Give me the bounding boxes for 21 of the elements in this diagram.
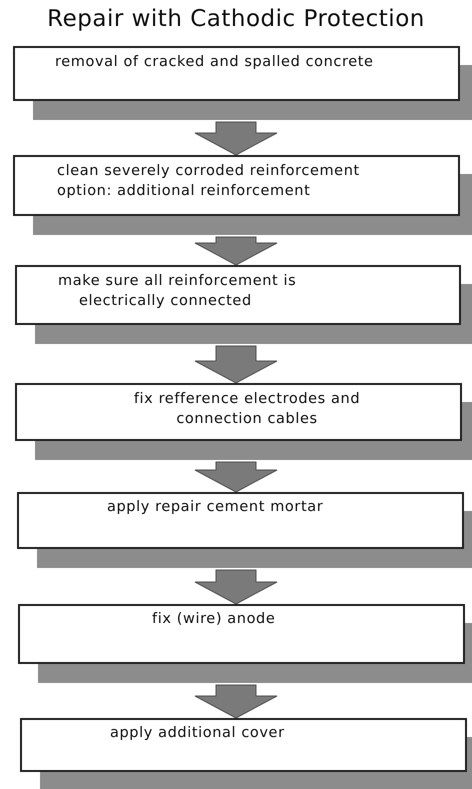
step-text: apply additional cover <box>110 724 286 743</box>
step-text: make sure all reinforcement is electrically connected <box>58 272 298 311</box>
step-text: fix refference electrodes and connection cables <box>132 390 362 429</box>
step-text: fix (wire) anode <box>152 610 276 629</box>
block-arrow <box>194 570 278 605</box>
process-box <box>15 265 461 325</box>
step-text: clean severely corroded reinforcement option: additional reinforcement <box>57 162 361 201</box>
block-arrow <box>194 346 278 384</box>
block-arrow <box>194 462 278 493</box>
process-box <box>15 383 462 441</box>
block-arrow <box>194 684 278 719</box>
diagram-title: Repair with Cathodic Protection <box>46 6 426 32</box>
process-box <box>17 492 464 549</box>
step-text: removal of cracked and spalled concrete <box>55 53 375 72</box>
process-box <box>13 46 460 101</box>
block-arrow <box>194 122 278 156</box>
process-box <box>13 155 460 216</box>
block-arrow <box>194 236 278 266</box>
process-box <box>18 604 465 664</box>
process-box <box>20 718 467 772</box>
step-text: apply repair cement mortar <box>107 498 324 517</box>
